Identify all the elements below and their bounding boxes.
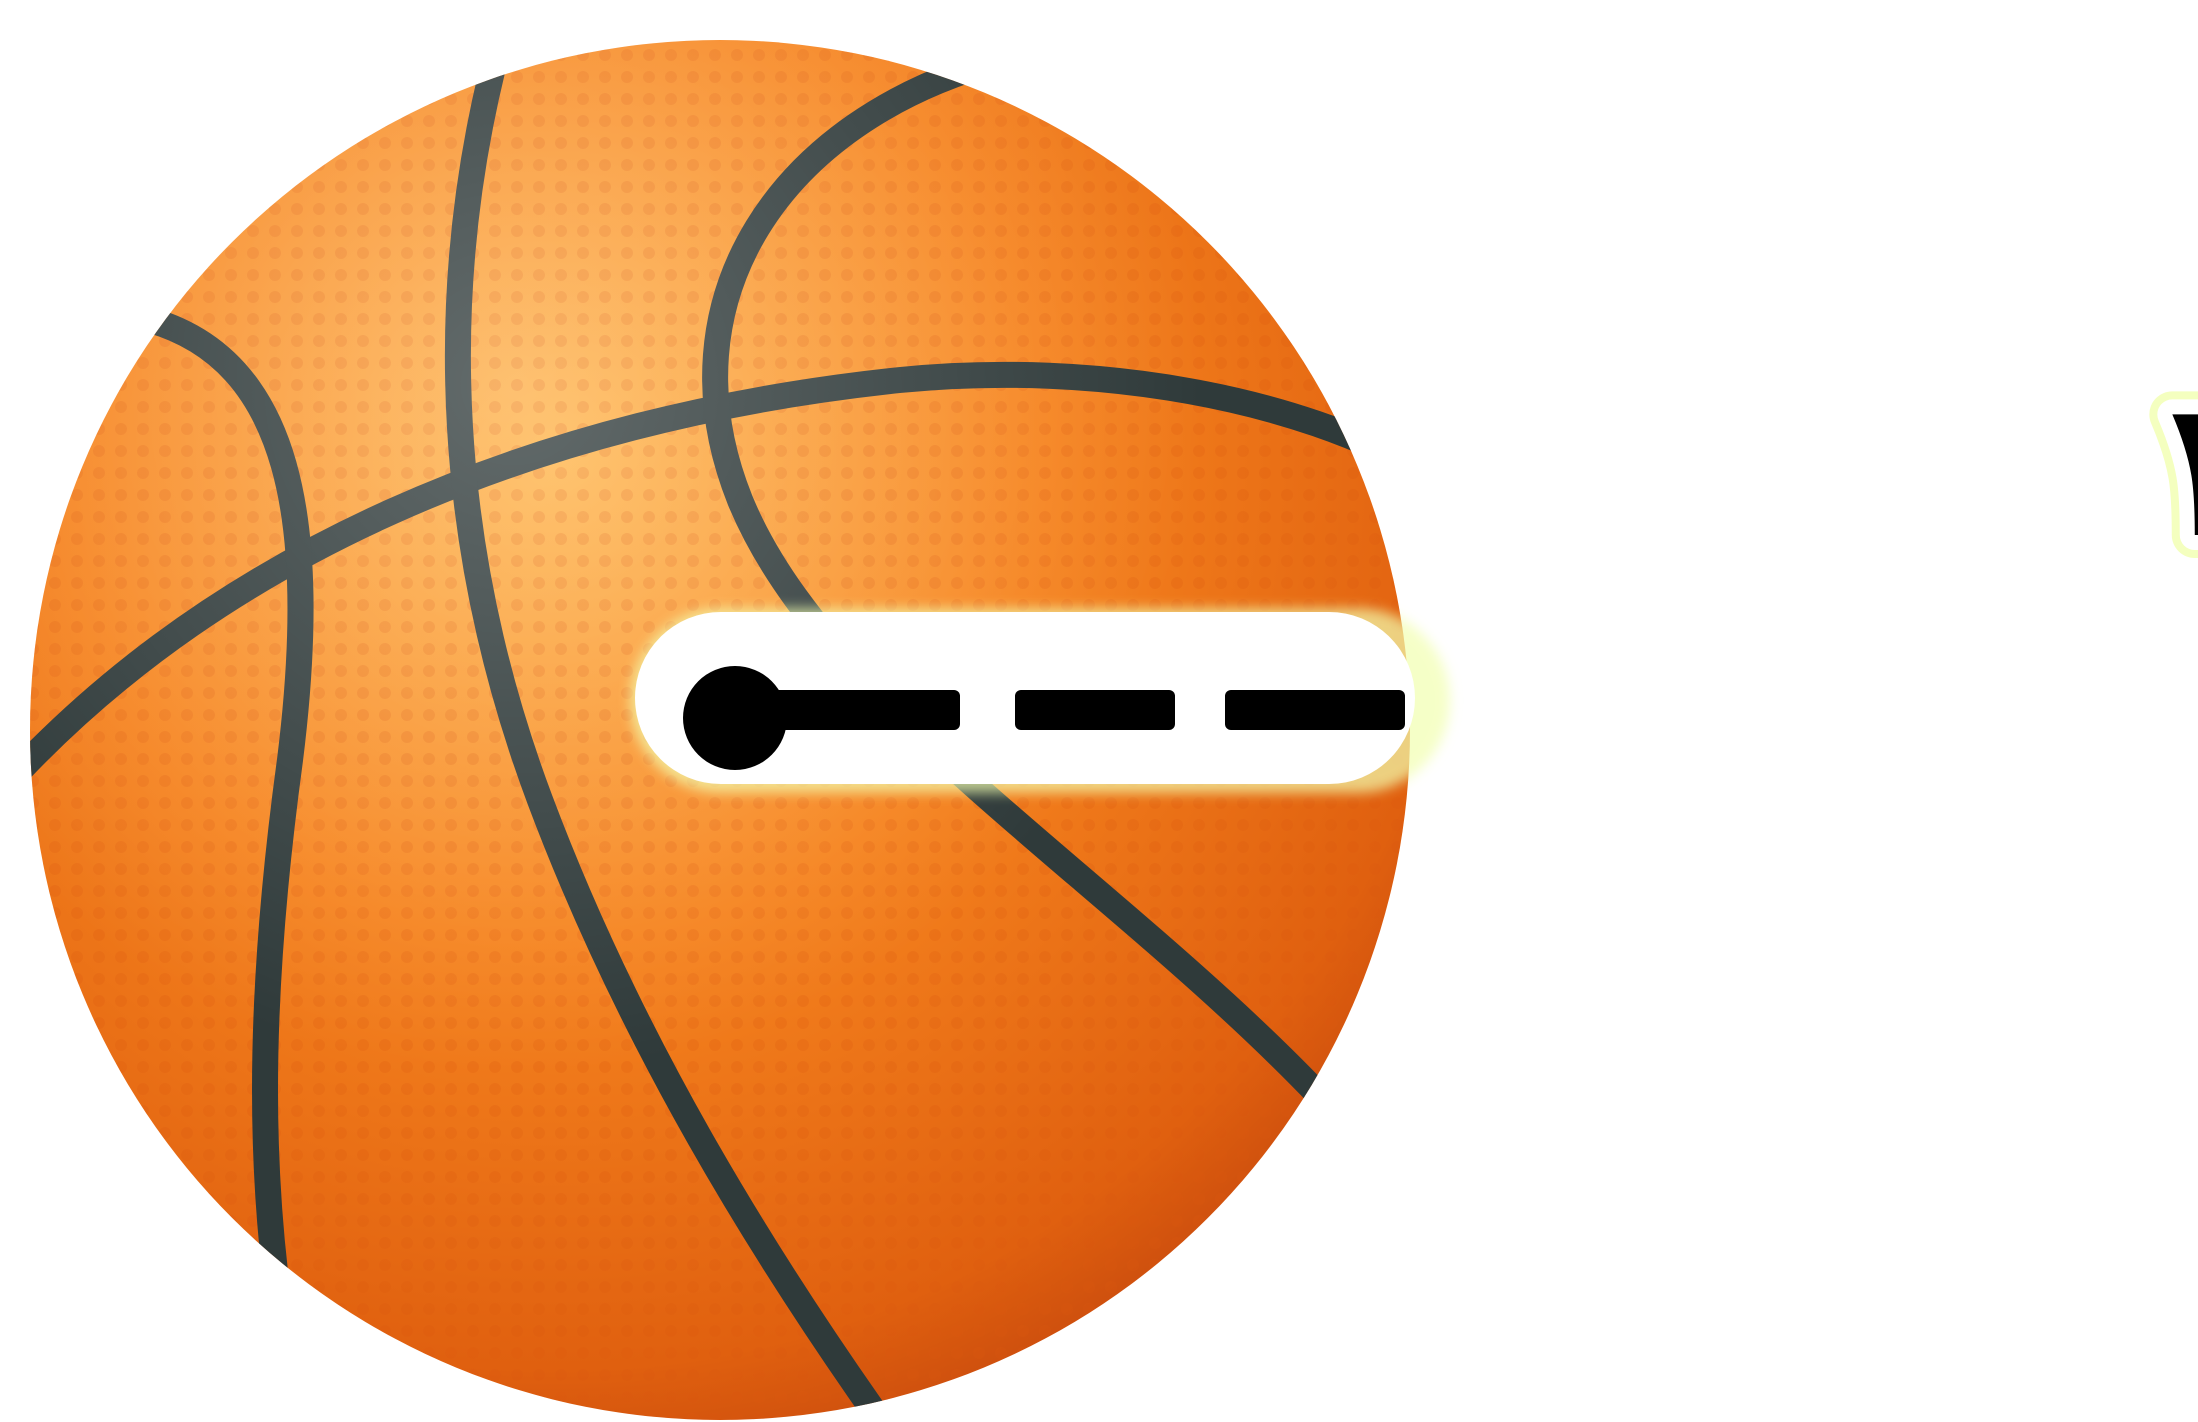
radius-indicator <box>630 608 1450 793</box>
center-point-icon <box>683 666 787 770</box>
radius-label-text: شعاع=۲/۱۴ <box>2170 359 2198 581</box>
radius-label: شعاع=۲/۱۴ شعاع=۲/۱۴ شعاع=۲/۱۴ <box>2147 336 2198 604</box>
dashed-radius-line <box>760 690 1405 730</box>
